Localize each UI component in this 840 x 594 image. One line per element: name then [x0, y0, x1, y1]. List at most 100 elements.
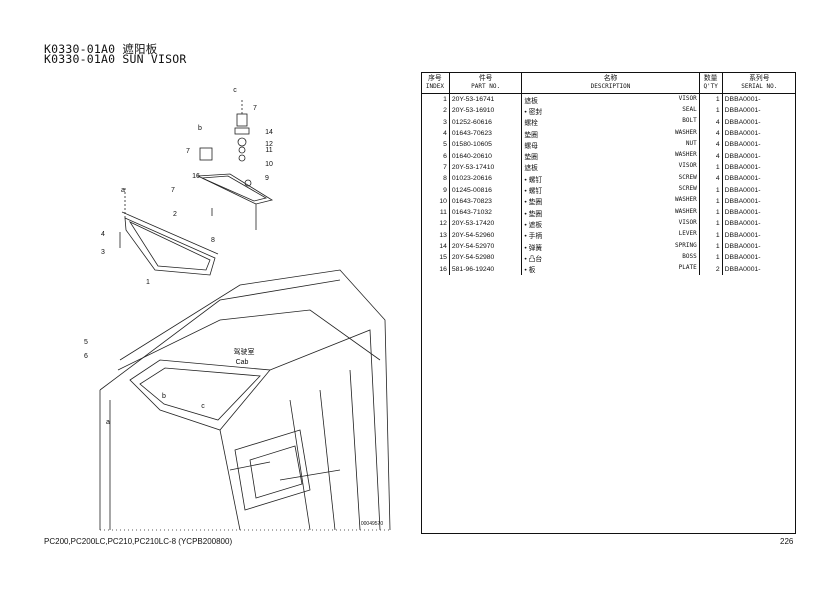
- desc-cn: 遮板: [524, 97, 538, 105]
- cell-index: 13: [421, 229, 450, 241]
- callout-5: 5: [84, 339, 88, 346]
- desc-en: BOSS: [682, 252, 697, 260]
- desc-cn: 螺栓: [524, 120, 538, 128]
- callout-2: 2: [173, 211, 177, 218]
- cell-serial: DBBA0001-: [724, 265, 761, 273]
- cell-serial: DBBA0001-: [724, 186, 761, 194]
- page-title-cn: K0330-01A0 遮阳板: [44, 42, 158, 56]
- callout-16: 16: [192, 173, 200, 180]
- desc-en: SCREW: [678, 185, 697, 193]
- cell-serial: DBBA0001-: [724, 118, 761, 126]
- desc-en: SEAL: [682, 105, 697, 113]
- cell-qty: 4: [699, 150, 723, 162]
- model-footer: PC200,PC200LC,PC210,PC210LC-8 (YCPB20080…: [44, 537, 233, 546]
- desc-cn: • 垫圈: [524, 210, 543, 218]
- cell-index: 1: [421, 93, 450, 106]
- cell-qty: 4: [699, 127, 723, 140]
- cell-qty: 1: [699, 184, 723, 196]
- cell-index: 14: [421, 240, 450, 253]
- callout-b: b: [198, 125, 202, 132]
- cell-index: 12: [421, 218, 450, 230]
- cell-qty: 4: [699, 173, 723, 185]
- cell-qty: 4: [699, 139, 723, 151]
- cell-index: 2: [421, 105, 450, 117]
- desc-en: VISOR: [678, 162, 697, 170]
- callout-c-lower: c: [201, 403, 205, 410]
- desc-cn: • 凸台: [524, 255, 543, 263]
- desc-cn: • 手柄: [524, 233, 543, 241]
- cell-description: • 凸台 BOSS: [521, 252, 700, 264]
- cell-qty: 1: [699, 195, 723, 207]
- cell-part-no: 01245-00816: [449, 184, 523, 196]
- callout-7c: 7: [171, 187, 175, 194]
- cell-qty: 4: [699, 116, 723, 128]
- callout-8: 8: [211, 237, 215, 244]
- cell-qty: 1: [699, 240, 723, 253]
- cell-serial: DBBA0001-: [724, 231, 761, 239]
- callout-a-lower: a: [106, 419, 110, 426]
- cell-serial: DBBA0001-: [724, 163, 761, 171]
- cell-part-no: 01252-60616: [449, 116, 523, 128]
- desc-en: SPRING: [675, 241, 697, 249]
- cell-index: 7: [421, 161, 450, 174]
- callout-c-top: c: [233, 87, 237, 94]
- cell-qty: 1: [699, 252, 723, 264]
- callout-9: 9: [265, 175, 269, 182]
- cell-index: 11: [421, 206, 450, 219]
- cab-label-en: Cab: [236, 359, 249, 366]
- desc-en: WASHER: [675, 128, 697, 136]
- desc-en: WASHER: [675, 151, 697, 159]
- desc-en: NUT: [685, 139, 697, 147]
- cell-index: 16: [421, 263, 450, 275]
- cell-serial: DBBA0001-: [724, 254, 761, 262]
- cell-qty: 2: [699, 263, 723, 275]
- cell-part-no: 20Y-53-16741: [449, 93, 523, 106]
- desc-en: PLATE: [678, 264, 697, 272]
- callout-14: 14: [265, 129, 273, 136]
- desc-cn: • 遮板: [524, 221, 543, 229]
- cell-part-no: 01643-71032: [449, 206, 523, 219]
- cell-qty: 1: [699, 229, 723, 241]
- desc-en: LEVER: [678, 230, 697, 238]
- cell-serial: DBBA0001-: [724, 141, 761, 149]
- cell-qty: 1: [699, 161, 723, 174]
- page-number: 226: [780, 537, 794, 546]
- cell-part-no: 01643-70623: [449, 127, 523, 140]
- cell-serial: DBBA0001-: [724, 243, 761, 250]
- cell-part-no: 20Y-53-17420: [449, 218, 523, 230]
- cell-part-no: 01643-70823: [449, 195, 523, 207]
- callout-4: 4: [101, 231, 105, 238]
- callout-1: 1: [146, 279, 150, 286]
- callout-3: 3: [101, 249, 105, 256]
- cell-description: 螺栓 BOLT: [521, 116, 700, 128]
- cell-index: 8: [421, 173, 450, 185]
- cell-part-no: 20Y-53-16910: [449, 105, 523, 117]
- callout-7: 7: [253, 105, 257, 112]
- desc-en: BOLT: [682, 117, 697, 125]
